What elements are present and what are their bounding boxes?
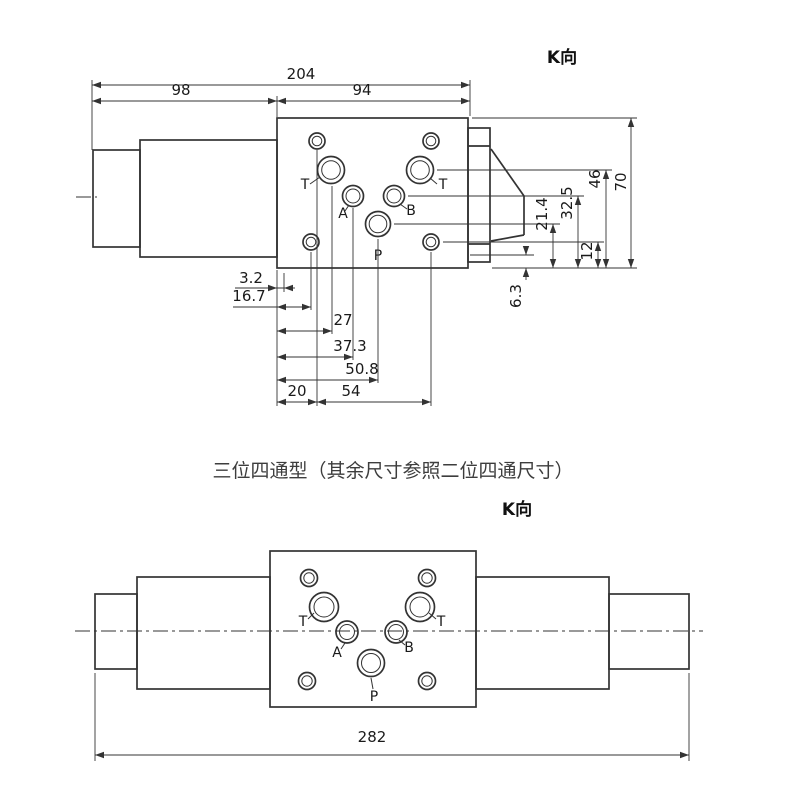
k-direction-label: K向 [547,47,577,68]
bolt-hole-top-right [417,568,437,588]
dim-12: 12 [578,241,596,260]
bolt-hole-bottom-left-inner [305,236,317,248]
dim-27: 27 [333,311,352,329]
port-label-a: A [332,645,342,661]
plate-diagonal-edge [490,148,525,197]
leader-line [398,639,406,646]
port-t-left-inner [313,596,335,618]
overall-length-dimension: 282 [94,673,690,761]
port-b-inner [386,188,402,204]
dim-6-3: 6.3 [507,284,525,308]
solenoid-body [139,139,278,258]
solenoid-body-right [475,576,610,690]
bottom-view: K向 T A B [75,499,703,761]
ports [297,568,437,691]
bolt-hole-top-left-inner [303,572,315,584]
solenoid-body-left [136,576,271,690]
port-p [364,210,392,238]
dim-54: 54 [341,382,360,400]
port-label-t-right: T [438,177,448,193]
dim-94: 94 [352,81,371,99]
port-label-a: A [338,206,348,222]
port-a [335,620,359,644]
bolt-hole-bottom-right-inner [425,236,437,248]
bolt-hole-top-left-inner [311,135,323,147]
ports [302,132,440,251]
bolt-hole-top-left [299,568,319,588]
bolt-hole-bottom-right-inner [421,675,433,687]
port-label-t-right: T [436,614,446,630]
solenoid-end-cap-left [94,593,138,670]
dim-3-2: 3.2 [239,269,263,287]
port-t-right-inner [410,160,430,180]
bolt-hole-bottom-left [297,671,317,691]
port-a [341,184,365,208]
port-p-inner [361,653,381,673]
port-p [356,648,386,678]
port-position-dimensions: 3.2 16.7 27 37.3 50.8 20 54 [232,150,432,406]
bolt-hole-bottom-right [417,671,437,691]
port-t-right-inner [409,596,431,618]
dim-32-5: 32.5 [558,186,576,219]
plate-diagonal-edge [490,234,525,242]
k-direction-label: K向 [502,499,532,520]
dim-20: 20 [287,382,306,400]
leader-line [428,612,437,620]
leader-line [370,677,374,690]
port-b [384,620,408,644]
dim-21-4: 21.4 [533,197,551,230]
dim-50-8: 50.8 [345,360,378,378]
solenoid-end-cap [92,149,141,248]
port-t-left-inner [321,160,341,180]
leader-line [429,177,438,185]
bolt-hole-bottom-right [422,233,440,251]
dim-282: 282 [358,728,387,746]
port-t-right [404,591,436,623]
leader-line [344,204,350,212]
port-label-p: P [370,689,378,705]
bolt-hole-top-right-inner [425,135,437,147]
port-label-b: B [406,203,416,219]
dim-98: 98 [171,81,190,99]
bolt-hole-top-right [422,132,440,150]
width-dimensions: 204 98 94 [91,65,471,150]
dim-37-3: 37.3 [333,337,366,355]
bolt-hole-bottom-left [302,233,320,251]
dim-46: 46 [586,169,604,188]
port-label-t-left: T [298,614,308,630]
port-a-inner [345,188,361,204]
solenoid-end-cap-right [608,593,690,670]
mounting-plate [467,127,491,263]
dim-70: 70 [612,172,630,191]
top-view: T A B T P K向 204 98 94 [76,47,637,406]
port-b [382,184,406,208]
port-t-right [405,155,435,185]
figure-caption: 三位四通型（其余尺寸参照二位四通尺寸） [212,460,573,482]
port-a-inner [339,624,355,640]
leader-line [307,612,315,620]
leader-line [340,642,346,650]
port-t-left [316,155,346,185]
leader-line [399,203,408,210]
dim-16-7: 16.7 [232,287,265,305]
port-label-t-left: T [300,177,310,193]
leader-line [309,176,321,185]
port-t-left [308,591,340,623]
port-p-inner [368,214,388,234]
bolt-hole-top-left [308,132,326,150]
bolt-hole-bottom-left-inner [301,675,313,687]
port-label-b: B [404,640,414,656]
bolt-hole-top-right-inner [421,572,433,584]
height-dimensions: 70 46 32.5 21.4 12 6.3 [394,117,637,308]
dim-204: 204 [287,65,316,83]
port-b-inner [388,624,404,640]
